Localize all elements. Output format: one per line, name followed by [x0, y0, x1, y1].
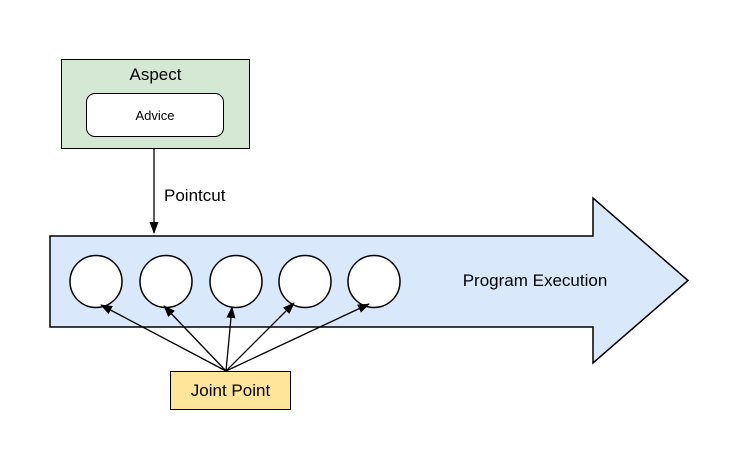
join-point-circle [139, 254, 193, 309]
advice-box: Advice [86, 93, 224, 137]
joint-point-box: Joint Point [170, 371, 291, 410]
program-execution-label: Program Execution [462, 271, 608, 290]
join-point-circle [347, 254, 401, 309]
join-point-circle [209, 254, 263, 309]
join-point-circle [278, 254, 332, 309]
pointcut-label: Pointcut [164, 186, 226, 205]
joint-point-arrow [225, 303, 370, 372]
joint-point-arrow [163, 305, 227, 372]
aspect-label: Aspect [129, 65, 182, 84]
join-point-circle [69, 254, 123, 309]
advice-label: Advice [135, 107, 175, 123]
joint-point-arrow [225, 302, 295, 372]
joint-point-label: Joint Point [190, 380, 271, 400]
joint-point-arrow [100, 304, 227, 372]
joint-point-arrow [225, 306, 236, 372]
aspect-box: Aspect Advice [61, 59, 250, 149]
